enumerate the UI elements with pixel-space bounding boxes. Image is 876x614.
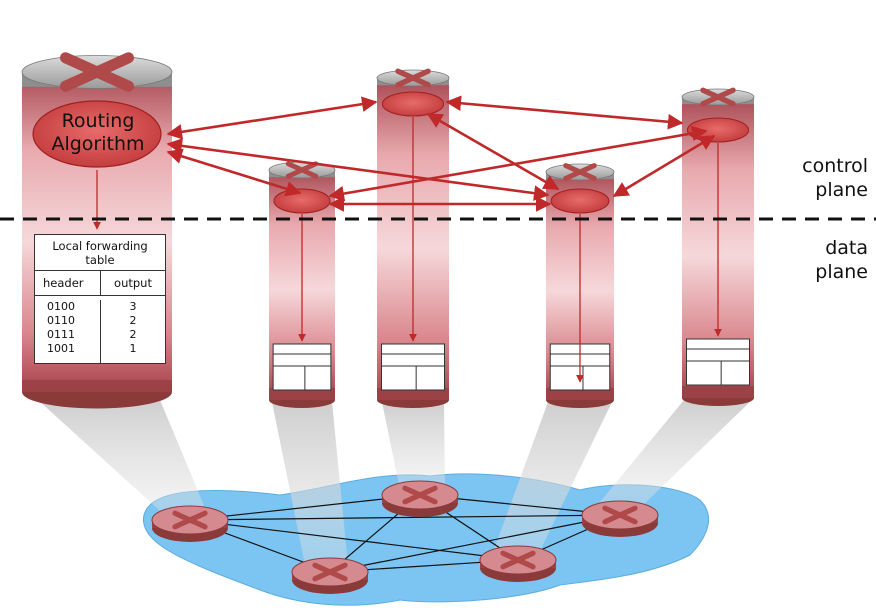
header-cell: 1001 xyxy=(47,342,75,355)
control-arrow xyxy=(445,95,684,130)
router-x-icon xyxy=(700,87,736,107)
router-x-icon xyxy=(172,510,208,530)
routing-algorithm-label: Routing Algorithm xyxy=(51,110,145,155)
network-router xyxy=(381,480,459,517)
network-router xyxy=(479,545,557,582)
mini-forwarding-table xyxy=(549,214,611,391)
control-arrow xyxy=(166,148,302,197)
control-agent-ellipse xyxy=(381,91,445,117)
forwarding-table: Local forwarding table header output 010… xyxy=(34,234,166,364)
routing-algorithm-ellipse xyxy=(32,100,162,168)
router-x-icon xyxy=(402,485,438,505)
router-cylinder-5 xyxy=(681,87,755,406)
router-x-icon xyxy=(500,550,536,570)
column-header: output xyxy=(114,276,152,290)
network-router xyxy=(581,500,659,537)
network-router xyxy=(151,505,229,542)
column-header: header xyxy=(35,271,101,295)
projection-beams xyxy=(38,400,752,565)
control-agent-ellipse xyxy=(273,188,331,214)
header-cell: 0111 xyxy=(47,328,75,341)
output-cell: 2 xyxy=(129,328,137,341)
forwarding-table-body: 0100 0110 0111 1001 3 2 2 1 xyxy=(35,296,165,364)
network-router xyxy=(291,557,369,594)
control-agent-ellipse xyxy=(686,117,750,143)
router-x-icon xyxy=(59,52,135,92)
control-arrow xyxy=(166,96,378,140)
beam-2 xyxy=(272,402,348,565)
beam-3 xyxy=(382,402,445,490)
beam-5 xyxy=(595,400,752,508)
output-cell: 1 xyxy=(129,342,137,355)
router-x-icon xyxy=(395,68,431,88)
header-cell: 0100 xyxy=(47,300,75,313)
header-cell: 0110 xyxy=(47,314,75,327)
router-x-icon xyxy=(312,562,348,582)
router-cylinder-2 xyxy=(268,161,336,408)
forwarding-table-title: Local forwarding table xyxy=(35,235,165,271)
network-cloud xyxy=(142,473,710,606)
output-cell: 3 xyxy=(129,300,137,313)
control-arrow xyxy=(612,134,716,198)
beam-1 xyxy=(38,400,210,520)
router-x-icon xyxy=(602,505,638,525)
output-cell: 2 xyxy=(129,314,137,327)
mini-forwarding-table xyxy=(686,143,750,386)
mini-forwarding-table xyxy=(272,214,332,391)
router-cylinder-4 xyxy=(545,163,615,408)
forwarding-table-header: header output xyxy=(35,271,165,296)
beam-4 xyxy=(492,402,612,555)
control-plane-label: control plane xyxy=(802,155,868,201)
data-plane-label: data plane xyxy=(815,237,868,283)
control-agent-ellipse xyxy=(550,188,610,214)
